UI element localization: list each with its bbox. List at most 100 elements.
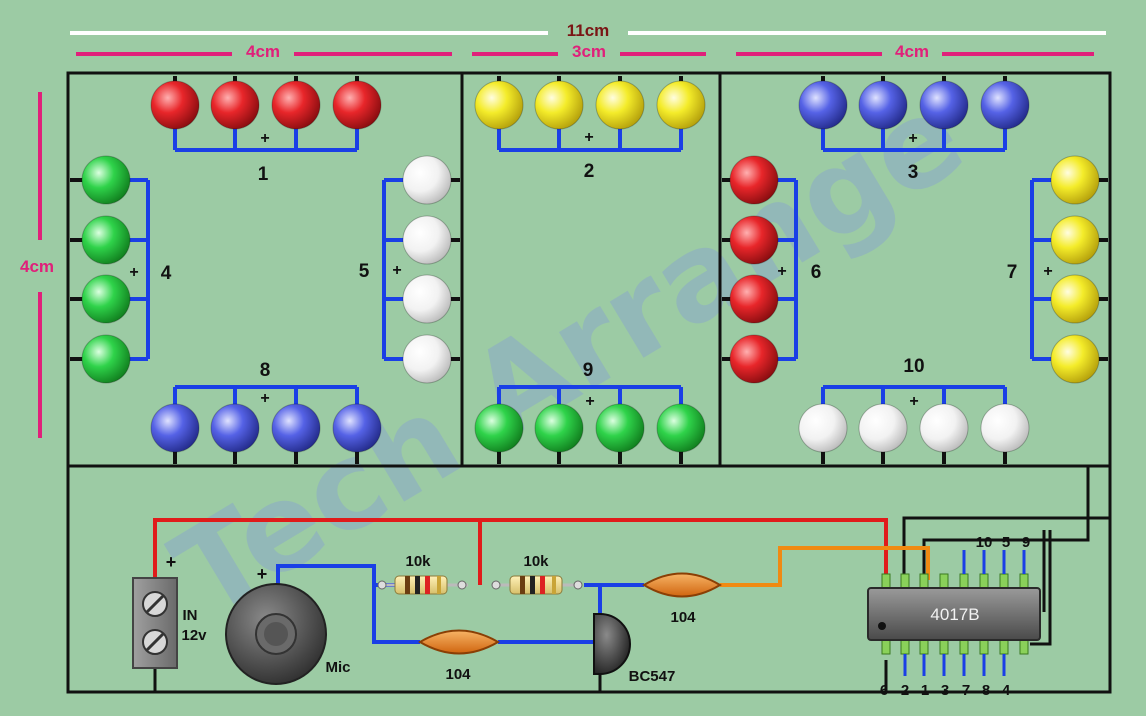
ic-top-pin-label: 10 xyxy=(976,534,993,551)
ic-label: 4017B xyxy=(930,605,979,624)
group-label-3: 3 xyxy=(908,162,919,183)
led-group-9 xyxy=(474,385,706,464)
ic-bottom-pin-label: 3 xyxy=(941,682,949,699)
led-8-3 xyxy=(271,403,321,453)
led-6-2 xyxy=(729,215,779,265)
led-4-1 xyxy=(81,155,131,205)
ic-bottom-pin-label: 8 xyxy=(982,682,990,699)
group-label-9: 9 xyxy=(583,360,594,381)
ic-top-pin-label: 5 xyxy=(1002,534,1010,551)
group-label-10: 10 xyxy=(903,356,924,377)
led-10-3 xyxy=(919,403,969,453)
capacitor-2 xyxy=(418,629,500,655)
dimension-right-label: 4cm xyxy=(895,42,929,61)
microphone xyxy=(225,583,327,685)
dimension-markers: 11cm 4cm 3cm 4cm 4cm xyxy=(20,21,1106,438)
led-2-1 xyxy=(474,80,524,130)
dimension-left-label: 4cm xyxy=(246,42,280,61)
resistor-2-label: 10k xyxy=(523,553,549,570)
led-3-4 xyxy=(980,80,1030,130)
led-8-2 xyxy=(210,403,260,453)
led-group-2 xyxy=(474,76,706,152)
led-5-1 xyxy=(402,155,452,205)
group-label-6: 6 xyxy=(811,262,822,283)
led-1-1 xyxy=(150,80,200,130)
group-plus-4: + xyxy=(129,264,138,281)
orange-signal-wire xyxy=(720,546,930,587)
group-label-5: 5 xyxy=(359,261,370,282)
led-group-1 xyxy=(150,76,382,152)
led-group-10 xyxy=(798,385,1030,464)
led-2-4 xyxy=(656,80,706,130)
group-labels: 1 2 3 4 5 6 7 8 9 10 xyxy=(161,161,1018,381)
group-plus-1: + xyxy=(260,130,269,147)
group-label-2: 2 xyxy=(584,161,595,182)
led-9-1 xyxy=(474,403,524,453)
transistor-label: BC547 xyxy=(629,668,676,685)
group-plus-6: + xyxy=(777,263,786,280)
led-group-5 xyxy=(382,155,460,384)
led-2-2 xyxy=(534,80,584,130)
group-plus-signs: + + + + + + + + + + xyxy=(129,129,1052,410)
led-4-4 xyxy=(81,334,131,384)
group-label-7: 7 xyxy=(1007,262,1018,283)
resistor-2 xyxy=(491,575,583,595)
led-6-3 xyxy=(729,274,779,324)
ic-bottom-pin-label: 4 xyxy=(1002,682,1011,699)
led-10-4 xyxy=(980,403,1030,453)
transistor xyxy=(593,613,631,675)
led-group-6 xyxy=(722,155,798,384)
led-8-1 xyxy=(150,403,200,453)
led-8-4 xyxy=(332,403,382,453)
led-6-4 xyxy=(729,334,779,384)
led-6-1 xyxy=(729,155,779,205)
led-5-3 xyxy=(402,274,452,324)
led-7-3 xyxy=(1050,274,1100,324)
ic-4017 xyxy=(867,587,1041,641)
group-plus-8: + xyxy=(260,390,269,407)
dimension-middle-label: 3cm xyxy=(572,42,606,61)
ic-bottom-pin-label: 2 xyxy=(901,682,909,699)
terminal-label-in: IN xyxy=(183,607,198,624)
capacitor-2-label: 104 xyxy=(445,666,471,683)
black-wiring-frame xyxy=(66,71,1112,694)
resistor-1-label: 10k xyxy=(405,553,431,570)
led-10-1 xyxy=(798,403,848,453)
capacitor-1-label: 104 xyxy=(670,609,696,626)
led-10-2 xyxy=(858,403,908,453)
dimension-height-label: 4cm xyxy=(20,257,54,276)
led-5-4 xyxy=(402,334,452,384)
group-plus-2: + xyxy=(584,129,593,146)
led-group-3 xyxy=(798,76,1030,152)
terminal-plus: + xyxy=(166,552,177,572)
group-label-4: 4 xyxy=(161,263,172,284)
led-7-1 xyxy=(1050,155,1100,205)
group-label-1: 1 xyxy=(258,164,269,185)
led-3-2 xyxy=(858,80,908,130)
led-5-2 xyxy=(402,215,452,265)
led-9-3 xyxy=(595,403,645,453)
led-7-2 xyxy=(1050,215,1100,265)
led-1-2 xyxy=(210,80,260,130)
dimension-total-label: 11cm xyxy=(567,21,610,40)
led-layer xyxy=(70,76,1108,464)
led-1-3 xyxy=(271,80,321,130)
group-plus-9: + xyxy=(585,393,594,410)
group-plus-10: + xyxy=(909,393,918,410)
led-7-4 xyxy=(1050,334,1100,384)
power-terminal xyxy=(132,577,178,669)
led-1-4 xyxy=(332,80,382,130)
terminal-label-voltage: 12v xyxy=(181,627,207,644)
mic-plus: + xyxy=(257,564,268,584)
group-plus-7: + xyxy=(1043,263,1052,280)
mic-label: Mic xyxy=(325,659,350,676)
ic-bottom-pin-label: 1 xyxy=(921,682,929,699)
led-3-1 xyxy=(798,80,848,130)
led-4-2 xyxy=(81,215,131,265)
resistor-1 xyxy=(377,575,468,595)
led-group-8 xyxy=(150,385,382,464)
led-9-4 xyxy=(656,403,706,453)
led-3-3 xyxy=(919,80,969,130)
